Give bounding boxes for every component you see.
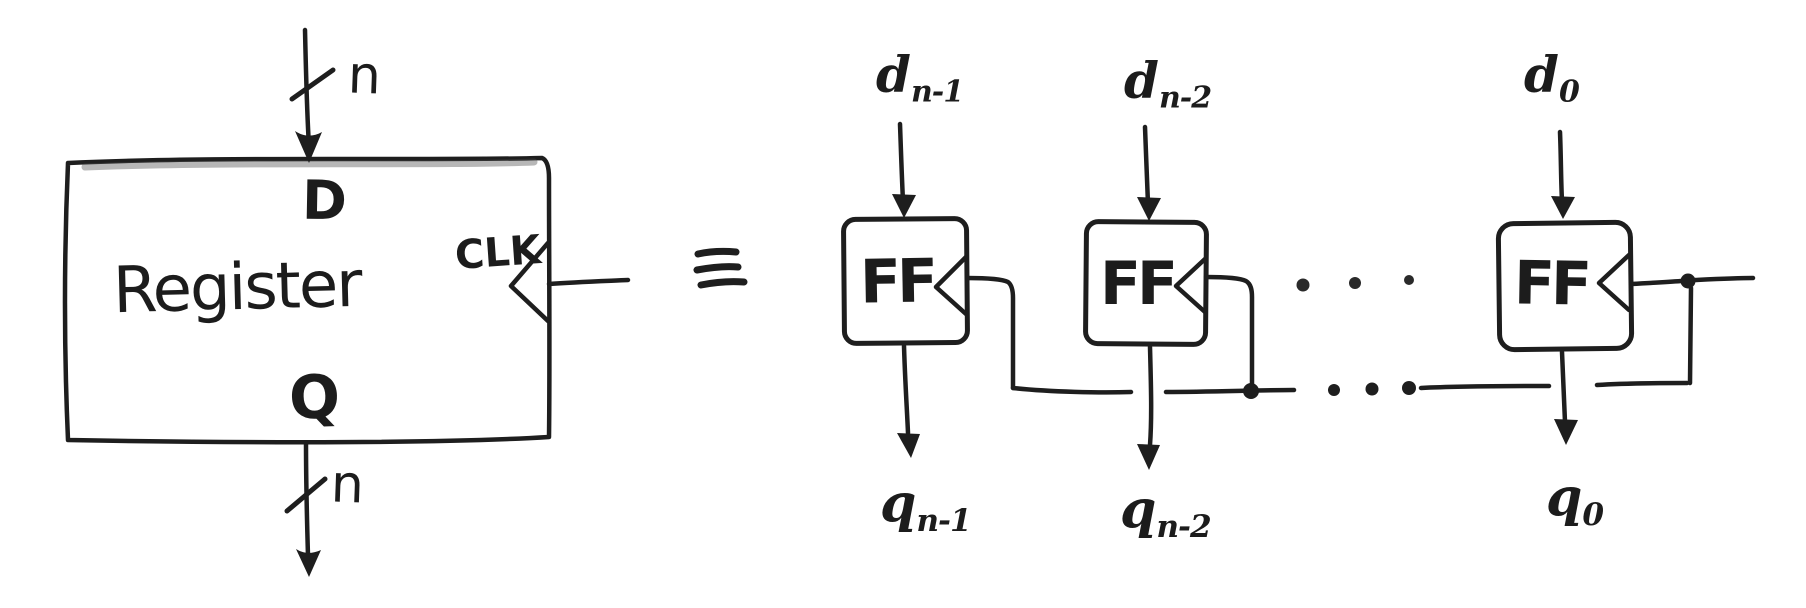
register-output-arrowhead xyxy=(296,549,321,577)
ff3-label: FF xyxy=(1513,248,1589,320)
ff3-output-wire xyxy=(1559,349,1568,425)
register-d-port-label: D xyxy=(301,168,348,233)
ellipsis-dots-bottom xyxy=(1328,381,1416,396)
equivalence-symbol xyxy=(693,247,748,289)
ff3-output-arrowhead xyxy=(1554,419,1578,445)
register-q-port-label: Q xyxy=(287,362,342,434)
register-input-arrowhead xyxy=(295,131,322,163)
ff2-input-arrowhead xyxy=(1137,197,1161,221)
clock-junction-dot xyxy=(1680,273,1696,289)
ff2-output-wire xyxy=(1147,344,1154,448)
clock-bus-riser xyxy=(1687,285,1694,386)
register-name-label: Register xyxy=(112,247,362,329)
register-clock-triangle-icon xyxy=(508,240,551,324)
ff3-input-wire xyxy=(1557,129,1565,204)
ff1-clock-triangle-icon xyxy=(933,254,969,317)
clock-input-wire-right xyxy=(1692,275,1756,283)
register-output-bus-slash xyxy=(284,476,328,514)
clock-bus-segment-3 xyxy=(1418,383,1552,391)
ff1-output-sub: n-1 xyxy=(916,502,971,539)
ff1-label: FF xyxy=(859,246,935,318)
ff1-output-base: q xyxy=(880,473,917,534)
ff3-input-base: d xyxy=(1524,45,1559,104)
register-clk-label: CLK xyxy=(453,227,543,279)
ff2-input-wire xyxy=(1142,124,1151,207)
register-clock-wire xyxy=(546,277,631,287)
ff2-box xyxy=(1083,219,1209,347)
register-output-width-label: n xyxy=(329,454,366,516)
ff2-output-arrowhead xyxy=(1137,444,1160,470)
register-output-wire xyxy=(303,440,311,559)
ff1-box xyxy=(841,216,970,346)
ellipsis-dots-top xyxy=(1296,275,1414,292)
ff1-clock-wire xyxy=(964,275,1016,391)
ff3-box xyxy=(1495,219,1635,353)
clock-input-wire-left xyxy=(1628,278,1684,287)
ff3-output-base: q xyxy=(1546,467,1583,528)
ff1-input-wire xyxy=(897,121,906,204)
clock-bus-segment-4 xyxy=(1594,380,1690,388)
clock-bus-segment-1 xyxy=(1010,385,1134,395)
ff2-input-base: d xyxy=(1124,51,1159,110)
register-box xyxy=(62,155,552,445)
register-top-edge-smudge xyxy=(81,158,538,171)
ff1-output-arrowhead xyxy=(897,433,920,458)
ff1-input-label: dn-1 xyxy=(876,50,964,110)
ff1-output-wire xyxy=(901,343,911,436)
ff1-input-base: d xyxy=(876,45,911,104)
ff2-label: FF xyxy=(1100,249,1178,319)
ff2-input-label: dn-2 xyxy=(1124,56,1212,116)
ff3-clock-triangle-icon xyxy=(1596,252,1632,313)
ff2-input-sub: n-2 xyxy=(1158,80,1212,116)
ff3-input-sub: 0 xyxy=(1558,74,1580,110)
register-input-width-label: n xyxy=(346,45,383,107)
ff2-output-base: q xyxy=(1120,479,1157,540)
ff2-clock-wire xyxy=(1203,274,1255,389)
clock-bus-segment-2 xyxy=(1163,387,1297,395)
ff3-input-arrowhead xyxy=(1551,196,1575,219)
ff2-clock-triangle-icon xyxy=(1173,256,1208,315)
ff2-output-sub: n-2 xyxy=(1156,508,1211,545)
ff3-output-sub: 0 xyxy=(1582,496,1604,533)
register-input-bus-slash xyxy=(289,67,336,102)
ff1-input-sub: n-1 xyxy=(910,74,964,110)
ff2-output-label: qn-2 xyxy=(1120,484,1212,545)
ff3-output-label: q0 xyxy=(1546,472,1604,533)
ff3-input-label: d0 xyxy=(1524,50,1580,110)
ff1-input-arrowhead xyxy=(892,194,916,218)
ff1-output-label: qn-1 xyxy=(880,478,972,539)
